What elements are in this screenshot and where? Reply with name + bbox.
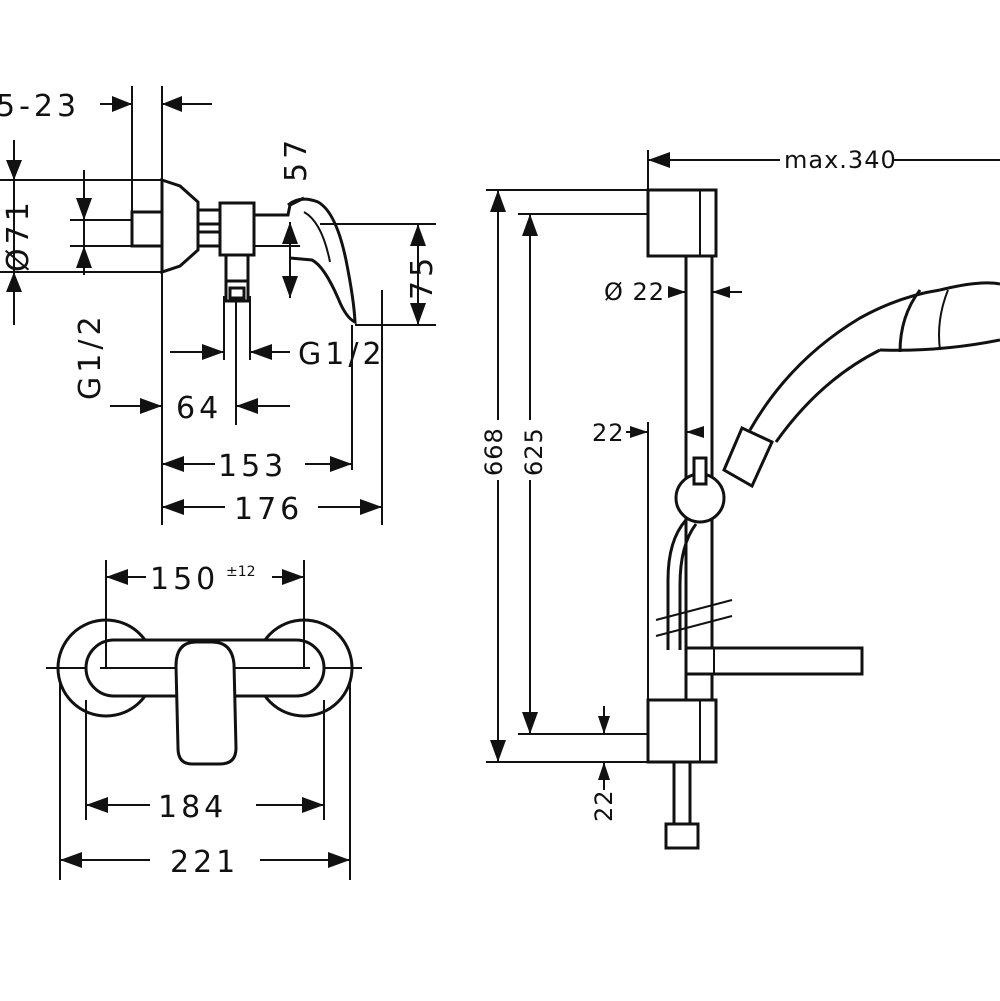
dim-depth-176: 176 xyxy=(234,492,303,527)
dim-rail-holes: 625 xyxy=(520,427,548,476)
dim-height-57: 57 xyxy=(279,136,314,182)
dim-rail-offset: 22 xyxy=(592,419,625,447)
dim-wall-diameter: Ø71 xyxy=(1,198,36,272)
dim-center-tolerance: ±12 xyxy=(226,564,256,580)
dim-thread-left: G1/2 xyxy=(73,312,108,400)
dim-rail-diameter: Ø 22 xyxy=(604,278,665,306)
dim-bottom-offset: 22 xyxy=(590,789,618,822)
mixer-front-view: 150 ±12 184 221 xyxy=(46,560,362,880)
dim-width-184: 184 xyxy=(158,790,227,825)
shower-rail-set: max.340 Ø 22 22 668 625 2 xyxy=(480,146,1000,850)
dim-depth-64: 64 xyxy=(176,391,222,426)
dim-height-75: 75 xyxy=(405,254,440,300)
dim-center-distance: 150 xyxy=(150,562,219,597)
dim-top-offset: 5-23 xyxy=(0,89,80,124)
dim-width-221: 221 xyxy=(170,845,239,880)
dim-depth-153: 153 xyxy=(218,449,287,484)
dim-rail-total: 668 xyxy=(480,427,508,476)
dim-thread-right: G1/2 xyxy=(298,337,386,372)
dim-max-reach: max.340 xyxy=(784,146,897,174)
mixer-side-view: 5-23 Ø71 57 75 G1/2 xyxy=(0,86,440,527)
